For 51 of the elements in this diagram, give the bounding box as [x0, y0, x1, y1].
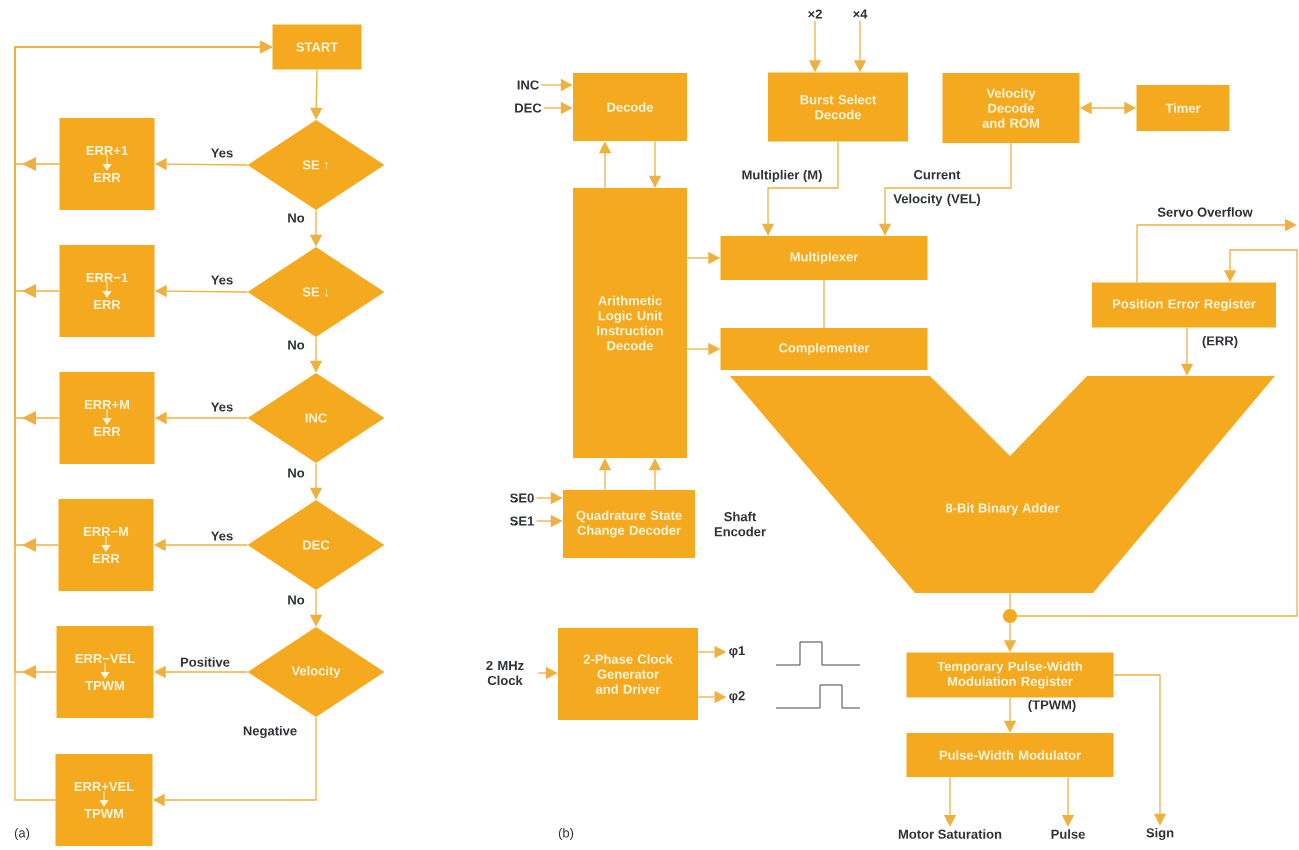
process-box: ERR−VEL TPWM [56, 626, 154, 718]
signal-label: ×4 [853, 9, 868, 19]
edge-label: No [288, 340, 305, 350]
signal-label: INC [517, 80, 539, 90]
edge-label: Negative [243, 725, 297, 739]
edge-label: (ERR) [1202, 335, 1238, 349]
process-box: ERR−1 ERR [59, 245, 155, 337]
process-box: Decode [573, 73, 687, 141]
signal-label: 2 MHz Clock [486, 660, 524, 686]
process-box: Temporary Pulse-Width Modulation Register [906, 652, 1114, 698]
process-box: Quadrature State Change Decoder [563, 490, 695, 558]
signal-label: Motor Saturation [898, 829, 1002, 839]
signal-label: ×2 [808, 9, 822, 19]
panel-label: (a) [14, 827, 30, 841]
panel-label: (b) [558, 827, 574, 841]
process-box: Burst Select Decode [768, 72, 908, 142]
process-box: ERR−M ERR [58, 499, 154, 591]
signal-label: Pulse [1051, 829, 1085, 839]
edge-label: No [288, 595, 305, 605]
edge-label: Positive [180, 657, 230, 667]
process-box: ERR+1 ERR [59, 118, 155, 210]
junction-dot [1003, 609, 1017, 623]
edge-label: Servo Overflow [1157, 207, 1253, 217]
signal-label: Sign [1146, 827, 1174, 841]
edge-label: (TPWM) [1028, 699, 1076, 713]
edge-label: Yes [211, 402, 233, 412]
signal-label: φ2 [729, 691, 745, 703]
signal-label: φ1 [729, 646, 745, 658]
edge-label: Yes [211, 531, 233, 541]
signal-label: SE0 [510, 493, 534, 503]
arrow [1016, 249, 1298, 617]
process-box: ERR+VEL TPWM [55, 754, 153, 846]
process-box: Timer [1136, 85, 1230, 131]
process-box: ERR+M ERR [59, 372, 155, 464]
arrow [1136, 218, 1297, 283]
process-box: Position Error Register [1092, 282, 1276, 328]
edge-label: Yes [211, 148, 233, 158]
process-box: Arithmetic Logic Unit Instruction Decode [573, 188, 687, 458]
process-box: Velocity Decode and ROM [942, 73, 1080, 143]
edge-label: Multiplier (M) [742, 169, 822, 183]
process-box: Complementer [720, 328, 928, 370]
signal-label: SE1 [510, 516, 534, 526]
edge-label: No [288, 468, 305, 478]
process-box: Pulse-Width Modulator [906, 733, 1114, 777]
edge-label: Yes [211, 275, 233, 285]
signal-label: DEC [515, 103, 542, 113]
process-box: START [272, 24, 362, 70]
process-box: 2-Phase Clock Generator and Driver [558, 628, 698, 720]
edge-label: Current Velocity (VEL) [893, 170, 981, 206]
edge-label: No [288, 213, 305, 223]
process-box: Multiplexer [720, 236, 928, 280]
